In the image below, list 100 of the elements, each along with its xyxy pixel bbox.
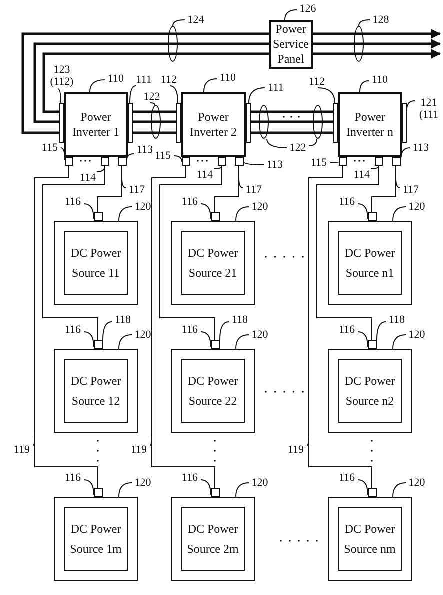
leader-line: [392, 334, 406, 350]
callout-number: 117: [400, 184, 422, 196]
source-label: DC Power Source 2m: [181, 507, 245, 571]
callout-number: 110: [369, 74, 391, 86]
source-box: [54, 221, 138, 305]
leader-line: [150, 102, 156, 106]
callout-number: 116: [336, 324, 358, 336]
leader-line: [376, 322, 386, 340]
callout-number: 116: [62, 324, 84, 336]
leader-line: [266, 138, 288, 148]
leader-line: [174, 156, 182, 162]
connector-port: [94, 340, 103, 349]
leader-line: [118, 482, 132, 498]
bundle-ellipse: [151, 105, 161, 139]
callout-number: 115: [39, 142, 61, 154]
leader-line: [308, 138, 318, 146]
source-label: DC Power Source 1m: [64, 507, 128, 571]
connector-port: [101, 157, 109, 166]
leader-line: [360, 80, 370, 92]
callout-number: 114: [77, 172, 99, 184]
leader-line: [244, 162, 264, 166]
inverter-box: Power Inverter n: [338, 92, 402, 157]
connector-port: [94, 212, 103, 221]
callout-number: 114: [351, 169, 373, 181]
source-label: DC Power Source nm: [338, 507, 402, 571]
bundle-ellipse: [313, 105, 323, 139]
wire: [98, 166, 122, 212]
source-box: [54, 497, 138, 581]
leader-line: [118, 206, 132, 222]
source-label: DC Power Source 12: [64, 359, 128, 423]
callout-number: 120: [249, 329, 271, 341]
connector-port: [211, 340, 220, 349]
connector-port: [218, 157, 226, 166]
callout-number: 116: [62, 196, 84, 208]
bus-line: [22, 32, 269, 134]
bus-line: [251, 132, 333, 134]
leader-line: [170, 86, 178, 104]
callout-number: 122: [287, 142, 309, 154]
connector-port: [246, 103, 251, 143]
callout-number: 117: [243, 184, 265, 196]
callout-number: 118: [112, 314, 134, 326]
leader-line: [200, 332, 212, 348]
bus-line: [133, 120, 176, 124]
callout-number: 119: [128, 444, 150, 456]
leader-line: [204, 78, 218, 92]
bus-line: [251, 120, 333, 124]
leader-line: [84, 480, 94, 496]
connector-port: [65, 157, 73, 166]
callout-number: 120: [406, 329, 428, 341]
callout-number: 120: [249, 477, 271, 489]
leader-line: [318, 88, 336, 104]
bus-line: [133, 110, 176, 114]
leader-line: [370, 166, 380, 170]
bundle-ellipse: [168, 26, 178, 62]
wire: [42, 166, 106, 340]
leader-line: [358, 204, 368, 220]
wire: [308, 166, 372, 488]
bundle-ellipse: [354, 26, 364, 62]
leader-line: [236, 334, 250, 350]
callout-number: 112: [158, 74, 180, 86]
callout-number: 124: [185, 14, 207, 26]
connector-port: [211, 212, 220, 221]
leader-line: [102, 322, 112, 340]
source-box: [328, 349, 412, 433]
inverter-box: Power Inverter 2: [181, 92, 246, 157]
wire: [316, 166, 380, 340]
bus-line: [251, 110, 333, 114]
leader-line: [400, 148, 410, 160]
callout-number: 121 (111: [415, 96, 443, 122]
leader-line: [214, 166, 222, 170]
callout-number: 123 (112): [46, 63, 78, 89]
connector-port: [375, 157, 383, 166]
connector-port: [392, 157, 401, 166]
leader-line: [60, 148, 66, 160]
connector-port: [368, 340, 377, 349]
leader-line: [96, 166, 106, 172]
leader-line: [200, 480, 212, 496]
leader-line: [220, 322, 230, 340]
callout-number: 118: [386, 314, 408, 326]
leader-line: [172, 20, 186, 26]
leader-line: [90, 80, 106, 92]
leader-line: [58, 88, 62, 104]
leader-line: [406, 100, 416, 110]
bus-line: [42, 52, 269, 114]
leader-line: [392, 206, 406, 222]
leader-line: [358, 480, 368, 496]
callout-number: 119: [285, 444, 307, 456]
source-label: DC Power Source n1: [338, 231, 402, 295]
callout-number: 116: [62, 472, 84, 484]
leader-line: [236, 482, 250, 498]
connector-port: [235, 157, 244, 166]
connector-port: [339, 157, 347, 166]
connector-port: [368, 488, 377, 497]
source-box: [171, 221, 255, 305]
connector-port: [402, 103, 407, 143]
callout-number: 114: [194, 169, 216, 181]
leader-line: [358, 332, 368, 348]
connector-port: [368, 212, 377, 221]
wire: [372, 166, 396, 212]
callout-number: 122: [141, 91, 163, 103]
